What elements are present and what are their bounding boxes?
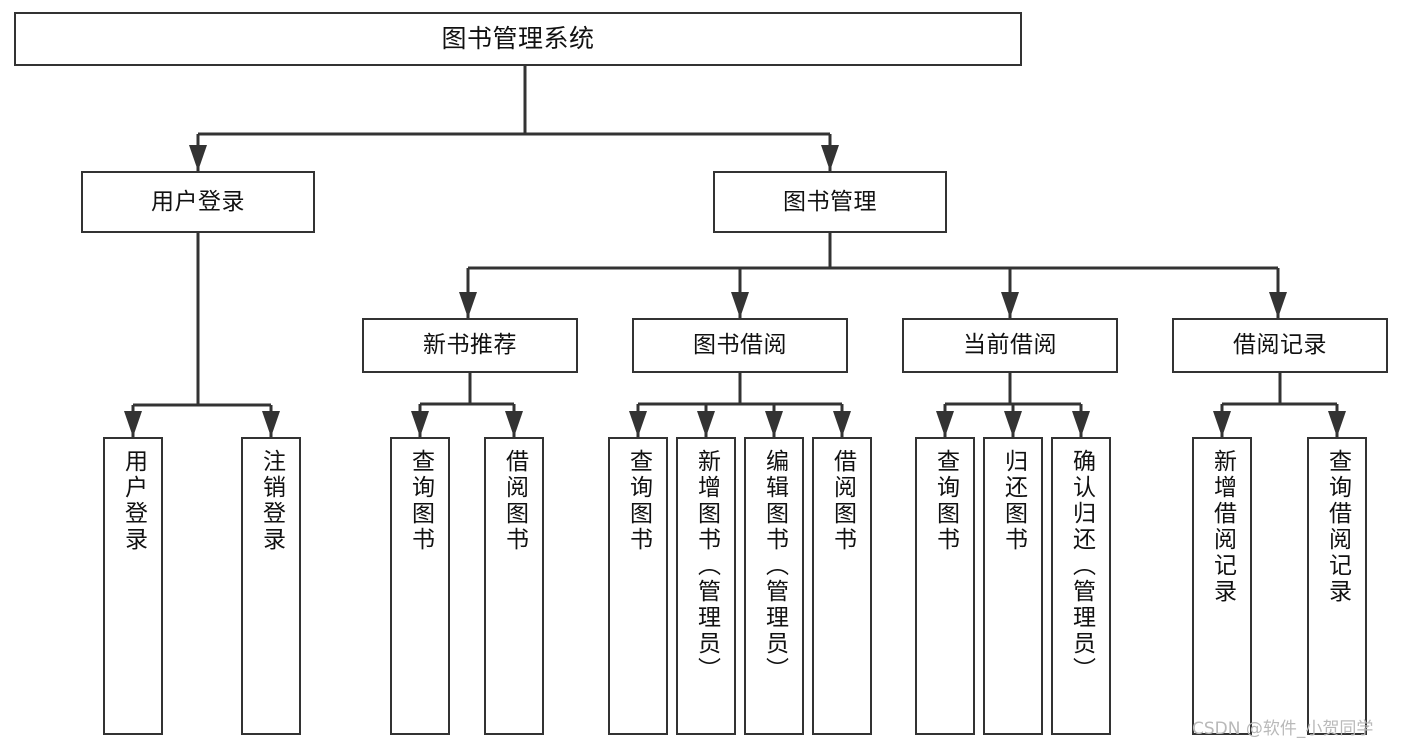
node-book_manage[interactable]: 图书管理	[713, 171, 947, 233]
arrowhead	[1072, 411, 1090, 437]
watermark-text: CSDN @软件_小贺同学	[1192, 719, 1374, 739]
arrowhead	[731, 292, 749, 318]
node-leaf_confirm_return[interactable]: 确认归还（管理员）	[1051, 437, 1111, 735]
arrowhead	[189, 145, 207, 171]
node-leaf_query_book_2[interactable]: 查询图书	[608, 437, 668, 735]
node-label: 新书推荐	[423, 332, 517, 359]
node-label: 查询图书	[625, 449, 652, 553]
node-label: 确认归还（管理员）	[1068, 449, 1095, 683]
node-leaf_user_login[interactable]: 用户登录	[103, 437, 163, 735]
arrowhead	[1001, 292, 1019, 318]
node-book_borrow[interactable]: 图书借阅	[632, 318, 848, 373]
node-label: 图书借阅	[693, 332, 787, 359]
arrowhead	[1328, 411, 1346, 437]
node-label: 图书管理	[783, 188, 877, 215]
node-label: 查询借阅记录	[1324, 449, 1351, 605]
node-label: 用户登录	[120, 449, 147, 553]
node-user_login[interactable]: 用户登录	[81, 171, 315, 233]
node-leaf_borrow_book_1[interactable]: 借阅图书	[484, 437, 544, 735]
arrowhead	[1213, 411, 1231, 437]
arrowhead	[765, 411, 783, 437]
node-label: 借阅图书	[829, 449, 856, 553]
node-root[interactable]: 图书管理系统	[14, 12, 1022, 66]
arrowhead	[505, 411, 523, 437]
arrowhead	[697, 411, 715, 437]
node-label: 注销登录	[258, 449, 285, 553]
node-leaf_query_book_1[interactable]: 查询图书	[390, 437, 450, 735]
node-leaf_return_book[interactable]: 归还图书	[983, 437, 1043, 735]
arrowhead	[821, 145, 839, 171]
arrowhead	[262, 411, 280, 437]
arrowhead	[124, 411, 142, 437]
arrowhead	[411, 411, 429, 437]
node-leaf_edit_book[interactable]: 编辑图书（管理员）	[744, 437, 804, 735]
node-label: 归还图书	[1000, 449, 1027, 553]
node-current_borrow[interactable]: 当前借阅	[902, 318, 1118, 373]
node-borrow_record[interactable]: 借阅记录	[1172, 318, 1388, 373]
node-leaf_add_book[interactable]: 新增图书（管理员）	[676, 437, 736, 735]
arrowhead	[936, 411, 954, 437]
node-leaf_query_book_3[interactable]: 查询图书	[915, 437, 975, 735]
node-label: 用户登录	[151, 188, 245, 215]
arrowhead	[629, 411, 647, 437]
node-label: 新增借阅记录	[1209, 449, 1236, 605]
node-new_book_rec[interactable]: 新书推荐	[362, 318, 578, 373]
arrowhead	[1269, 292, 1287, 318]
node-leaf_add_record[interactable]: 新增借阅记录	[1192, 437, 1252, 735]
node-label: 图书管理系统	[441, 23, 595, 53]
node-label: 查询图书	[932, 449, 959, 553]
node-label: 编辑图书（管理员）	[761, 449, 788, 683]
node-label: 当前借阅	[963, 332, 1057, 359]
node-label: 借阅记录	[1233, 332, 1327, 359]
node-label: 借阅图书	[501, 449, 528, 553]
arrowhead	[459, 292, 477, 318]
node-leaf_borrow_book_2[interactable]: 借阅图书	[812, 437, 872, 735]
arrowhead	[1004, 411, 1022, 437]
arrowhead	[833, 411, 851, 437]
node-label: 新增图书（管理员）	[693, 449, 720, 683]
node-leaf_logout[interactable]: 注销登录	[241, 437, 301, 735]
node-leaf_query_record[interactable]: 查询借阅记录	[1307, 437, 1367, 735]
node-label: 查询图书	[407, 449, 434, 553]
